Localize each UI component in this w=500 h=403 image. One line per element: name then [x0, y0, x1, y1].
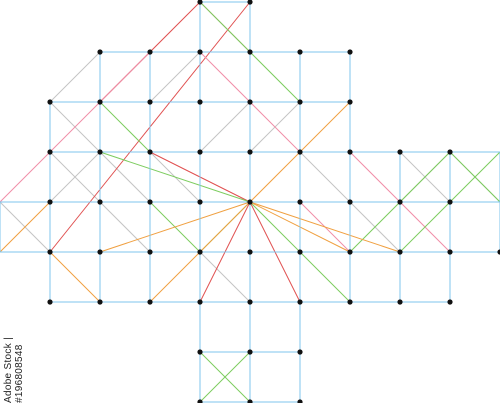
grid-dot [147, 99, 153, 105]
diagonal-line [199, 251, 251, 303]
grid-dot [397, 249, 403, 255]
grid-dot [197, 149, 203, 155]
grid-dot [47, 249, 53, 255]
grid-dot [247, 199, 253, 205]
grid-dot [297, 149, 303, 155]
grid-dot [197, 399, 203, 403]
grid-dot [347, 149, 353, 155]
grid-dot [247, 299, 253, 305]
grid-dot [297, 99, 303, 105]
diagonal-line [99, 201, 251, 253]
grid-dot [147, 149, 153, 155]
diagonal-line [99, 101, 151, 153]
grid-dot [297, 299, 303, 305]
diagonal-line [149, 51, 201, 103]
grid-dot [397, 299, 403, 305]
grid-dot [197, 199, 203, 205]
grid-dot [347, 299, 353, 305]
grid-dot [247, 149, 253, 155]
grid-dot [297, 249, 303, 255]
grid-dot [297, 199, 303, 205]
diagonal-line [0, 51, 151, 203]
stock-watermark: Adobe Stock | #196808548 [3, 337, 25, 403]
grid-dot [97, 299, 103, 305]
grid-dot [447, 199, 453, 205]
grid-dot [397, 149, 403, 155]
grid-dot [247, 99, 253, 105]
diagonal-line [199, 101, 251, 153]
grid-dot [247, 349, 253, 355]
diagonal-line [449, 151, 500, 203]
diagonal-line [49, 251, 101, 303]
grid-dot [447, 299, 453, 305]
grid-dot [197, 349, 203, 355]
diagonal-line [49, 151, 101, 203]
grid-dot [97, 249, 103, 255]
diagonal-line [49, 51, 101, 103]
grid-dot [97, 149, 103, 155]
grid-dot [197, 0, 203, 5]
diagonal-line [99, 201, 151, 253]
grid-dot [297, 399, 303, 403]
grid-dot [47, 199, 53, 205]
grid-dot [247, 49, 253, 55]
grid-dot [347, 49, 353, 55]
grid-dot [47, 99, 53, 105]
grid-dot [97, 49, 103, 55]
grid-dot [147, 199, 153, 205]
grid-dot [197, 249, 203, 255]
grid-dot [297, 49, 303, 55]
grid-dot [397, 199, 403, 205]
grid-dot [197, 99, 203, 105]
grid-dot [247, 249, 253, 255]
diagonal-line [299, 151, 351, 203]
grid-dot [347, 99, 353, 105]
grid-dot [97, 199, 103, 205]
grid-dot [347, 249, 353, 255]
grid-dot [497, 249, 500, 255]
diagonal-line [0, 201, 51, 253]
grid-dot [247, 399, 253, 403]
diagonal-line [99, 151, 251, 203]
grid-dot [47, 299, 53, 305]
grid-dot [197, 299, 203, 305]
grid-dot [147, 49, 153, 55]
grid-dot [97, 99, 103, 105]
grid-dot [447, 249, 453, 255]
grid-dot [197, 49, 203, 55]
grid-dot [347, 199, 353, 205]
grid-dots-layer [47, 0, 500, 403]
diagonal-line [249, 201, 401, 253]
grid-dot [147, 249, 153, 255]
grid-dot [447, 149, 453, 155]
grid-dot [47, 149, 53, 155]
grid-dot [147, 299, 153, 305]
diagonal-line [199, 351, 251, 403]
grid-dot [297, 349, 303, 355]
grid-dot [247, 0, 253, 5]
